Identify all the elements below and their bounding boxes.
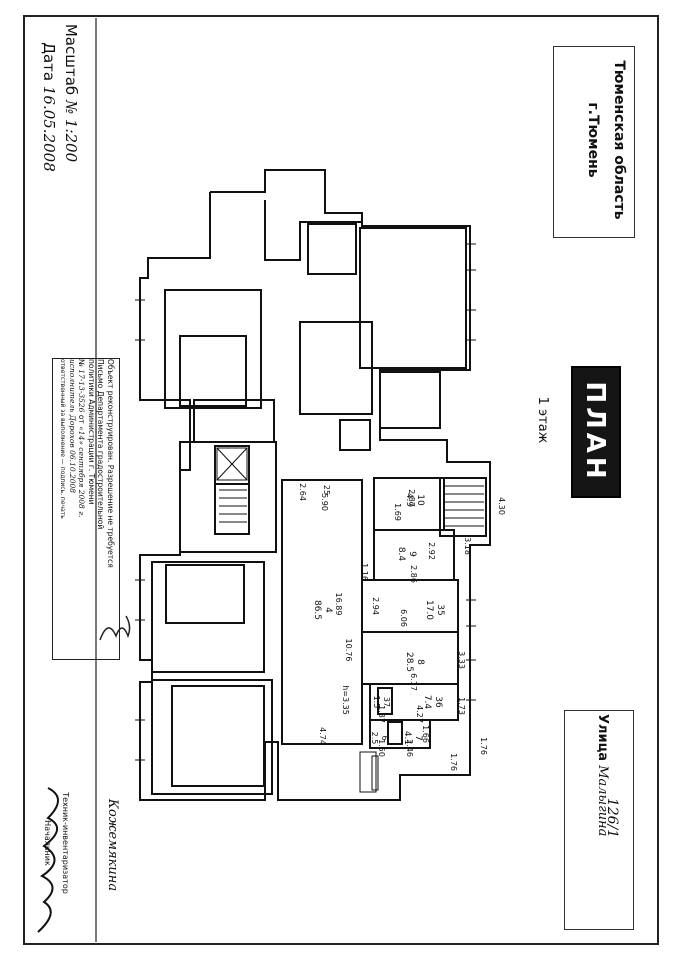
- street-box: Улица Малыгина 126/1: [564, 710, 634, 930]
- reconstruction-stamp: Объект реконструирован. Разрешение не тр…: [52, 358, 120, 660]
- street-number: 126/1: [604, 797, 620, 839]
- inspector-signature-scribble: [37, 787, 59, 933]
- inspector-signature: Кожемякина: [105, 798, 120, 892]
- plan-stamp: ПЛАН: [571, 366, 621, 498]
- street-label: Улица: [595, 714, 610, 762]
- inspector-block: Техник-инвентаризатор Начальник Кожемяки…: [28, 768, 120, 938]
- title-box: Тюменская область г.Тюмень: [553, 46, 635, 238]
